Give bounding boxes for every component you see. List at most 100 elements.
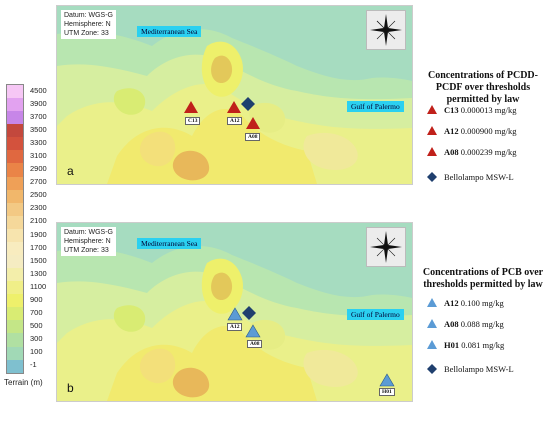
bellolampo-landfill-diamond-marker bbox=[242, 306, 256, 320]
terrain-scale-label: 2300 bbox=[30, 203, 47, 213]
north-arrow-compass bbox=[366, 10, 406, 50]
legend-value: 0.000013 mg/kg bbox=[460, 104, 517, 115]
terrain-ramp-segment bbox=[7, 176, 23, 190]
legend-title-b: Concentrations of PCB over thresholds pe… bbox=[422, 267, 544, 290]
terrain-legend-title: Terrain (m) bbox=[4, 378, 43, 387]
legend-value: 0.088 mg/kg bbox=[460, 318, 504, 329]
terrain-scale-label: 2900 bbox=[30, 164, 47, 174]
legend-row-c13: C13 0.000013 mg/kg bbox=[426, 104, 517, 115]
terrain-ramp-segment bbox=[7, 202, 23, 216]
terrain-ramp-segment bbox=[7, 281, 23, 295]
legend-code: A12 bbox=[444, 125, 459, 136]
terrain-ramp-segment bbox=[7, 255, 23, 269]
legend-value: 0.100 mg/kg bbox=[460, 297, 504, 308]
legend-row-h01: H01 0.081 mg/kg bbox=[426, 339, 504, 350]
legend-code: A08 bbox=[444, 318, 459, 329]
terrain-scale-label: 1900 bbox=[30, 229, 47, 239]
sea-label-north: Mediterranean Sea bbox=[137, 26, 202, 37]
terrain-scale-label: 700 bbox=[30, 308, 43, 318]
site-a12-label: A12 bbox=[227, 323, 243, 331]
terrain-ramp-segment bbox=[7, 333, 23, 347]
legend-panel-a: Concentrations of PCDD-PCDF over thresho… bbox=[418, 70, 548, 200]
terrain-scale-label: 3900 bbox=[30, 98, 47, 108]
red-triangle-icon bbox=[427, 147, 437, 156]
legend-row-bellolampo: Bellolampo MSW-L bbox=[426, 363, 514, 375]
terrain-ramp-segment bbox=[7, 294, 23, 308]
legend-code: H01 bbox=[444, 339, 460, 350]
site-c13-label: C13 bbox=[185, 117, 201, 125]
map-panel-b: Datum: WGS-G Hemisphere: N UTM Zone: 33 … bbox=[56, 222, 413, 402]
legend-value: 0.000900 mg/kg bbox=[460, 125, 517, 136]
map-datum-box: Datum: WGS-G Hemisphere: N UTM Zone: 33 bbox=[61, 227, 117, 256]
terrain-ramp-segment bbox=[7, 85, 23, 99]
diamond-icon bbox=[427, 172, 437, 182]
terrain-scale-label: 300 bbox=[30, 334, 43, 344]
terrain-ramp-segment bbox=[7, 241, 23, 256]
terrain-ramp-segment bbox=[7, 150, 23, 164]
terrain-ramp-segment bbox=[7, 215, 23, 229]
terrain-ramp-segment bbox=[7, 359, 23, 373]
terrain-ramp-segment bbox=[7, 320, 23, 334]
legend-code: A08 bbox=[444, 146, 459, 157]
terrain-ramp-segment bbox=[7, 307, 23, 321]
hemisphere-line: Hemisphere: N bbox=[64, 238, 111, 245]
legend-value: Bellolampo MSW-L bbox=[444, 364, 514, 374]
terrain-scale-label: 1300 bbox=[30, 268, 47, 278]
bellolampo-landfill-diamond-marker bbox=[241, 97, 255, 111]
site-h01-triangle-marker bbox=[379, 373, 395, 387]
terrain-scale-label: 2700 bbox=[30, 177, 47, 187]
blue-triangle-icon bbox=[427, 298, 437, 307]
terrain-ramp-segment bbox=[7, 268, 23, 282]
hemisphere-line: Hemisphere: N bbox=[64, 21, 111, 28]
legend-row-a12: A12 0.100 mg/kg bbox=[426, 297, 504, 308]
site-a08-triangle-marker bbox=[245, 324, 261, 338]
terrain-map-a bbox=[57, 6, 412, 184]
diamond-icon bbox=[427, 364, 437, 374]
legend-value: 0.081 mg/kg bbox=[461, 339, 505, 350]
legend-value: 0.000239 mg/kg bbox=[460, 146, 517, 157]
sea-label-north: Mediterranean Sea bbox=[137, 238, 202, 249]
site-a08-triangle-marker bbox=[246, 117, 260, 129]
terrain-scale-label: 3100 bbox=[30, 151, 47, 160]
legend-title-a: Concentrations of PCDD-PCDF over thresho… bbox=[428, 70, 538, 105]
terrain-ramp-segment bbox=[7, 189, 23, 203]
site-a08-label: A08 bbox=[245, 133, 261, 141]
legend-code: C13 bbox=[444, 104, 459, 115]
terrain-scale-label: 1100 bbox=[30, 281, 47, 291]
terrain-scale-label: 2500 bbox=[30, 190, 47, 200]
terrain-ramp-segment bbox=[7, 346, 23, 360]
utm-zone-line: UTM Zone: 33 bbox=[64, 247, 109, 254]
site-a12-triangle-marker bbox=[227, 101, 241, 113]
terrain-ramp-segment bbox=[7, 111, 23, 125]
terrain-scale-label: 1700 bbox=[30, 242, 47, 252]
terrain-ramp-segment bbox=[7, 124, 23, 138]
terrain-scale-label: 1500 bbox=[30, 255, 47, 265]
north-arrow-compass bbox=[366, 227, 406, 267]
red-triangle-icon bbox=[427, 126, 437, 135]
terrain-scale-label: 100 bbox=[30, 347, 43, 357]
site-c13-triangle-marker bbox=[184, 101, 198, 113]
terrain-scale-label: 3500 bbox=[30, 124, 47, 134]
terrain-scale-label: 2100 bbox=[30, 216, 47, 226]
map-datum-box: Datum: WGS-G Hemisphere: N UTM Zone: 33 bbox=[61, 10, 117, 39]
terrain-ramp-segment bbox=[7, 228, 23, 242]
legend-value: Bellolampo MSW-L bbox=[444, 172, 514, 182]
blue-triangle-icon bbox=[427, 319, 437, 328]
legend-row-a08: A08 0.000239 mg/kg bbox=[426, 146, 517, 157]
panel-letter-a: a bbox=[67, 164, 74, 178]
sea-label-east: Gulf of Palermo bbox=[347, 309, 404, 320]
terrain-color-ramp bbox=[6, 84, 24, 374]
utm-zone-line: UTM Zone: 33 bbox=[64, 30, 109, 37]
panel-letter-b: b bbox=[67, 381, 74, 395]
datum-line: Datum: WGS-G bbox=[64, 12, 114, 19]
terrain-scale-label: 900 bbox=[30, 295, 43, 304]
terrain-ramp-segment bbox=[7, 163, 23, 177]
site-a12-label: A12 bbox=[227, 117, 243, 125]
terrain-scale-label: 3300 bbox=[30, 137, 47, 147]
map-panel-a: Datum: WGS-G Hemisphere: N UTM Zone: 33 … bbox=[56, 5, 413, 185]
terrain-scale-label: 500 bbox=[30, 321, 43, 331]
terrain-scale-label: 4500 bbox=[30, 85, 47, 95]
legend-panel-b: Concentrations of PCB over thresholds pe… bbox=[418, 267, 548, 397]
site-h01-label: H01 bbox=[379, 388, 395, 396]
legend-row-a08: A08 0.088 mg/kg bbox=[426, 318, 504, 329]
